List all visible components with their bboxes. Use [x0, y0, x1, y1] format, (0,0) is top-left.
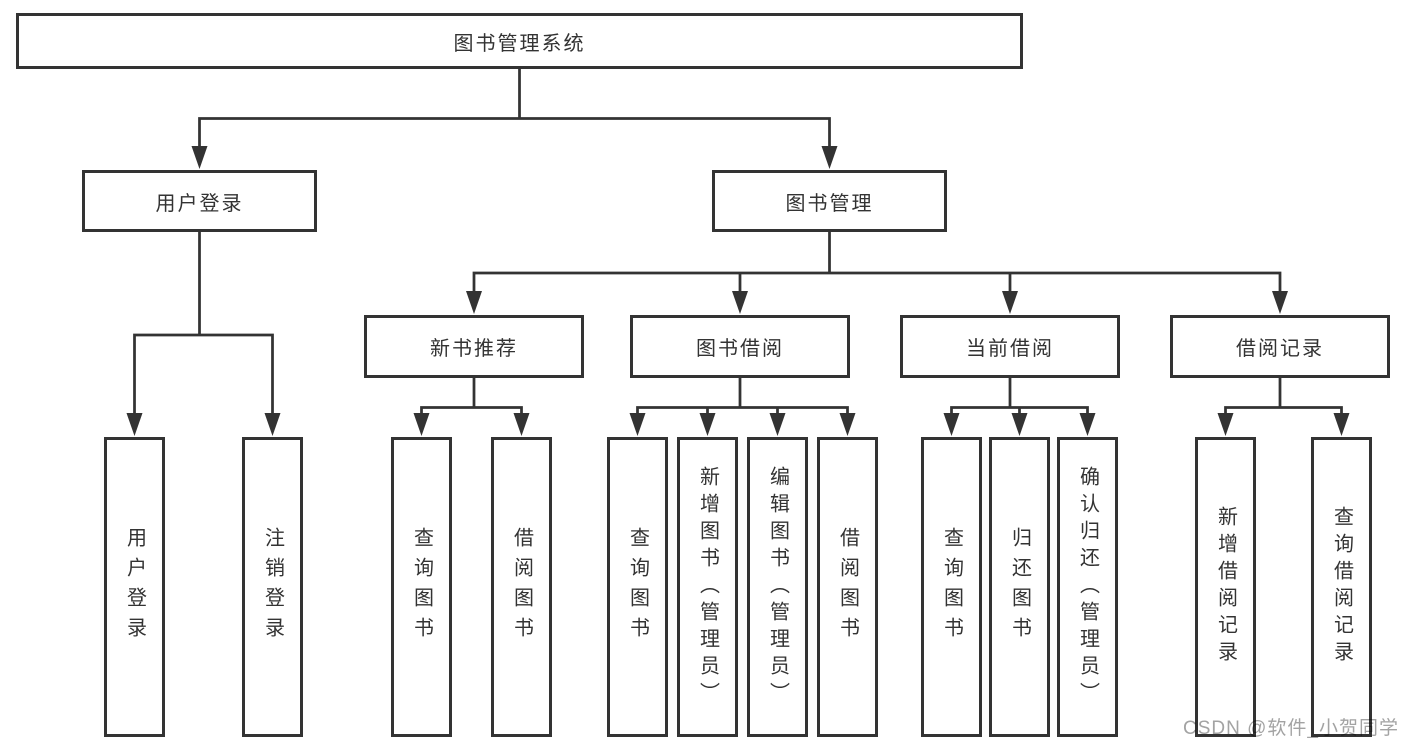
node-label: 确认归还（管理员）: [1076, 465, 1099, 709]
leaf-bb-edit-books-admin: 编辑图书（管理员）: [747, 437, 808, 737]
node-label: 查询借阅记录: [1330, 506, 1353, 668]
node-label: 借阅记录: [1236, 338, 1324, 360]
node-label: 编辑图书（管理员）: [766, 465, 789, 709]
node-label: 图书借阅: [696, 338, 784, 360]
node-label: 当前借阅: [966, 338, 1054, 360]
node-label: 归还图书: [1008, 527, 1031, 647]
node-label: 用户登录: [123, 527, 146, 647]
csdn-watermark: CSDN @软件_小贺同学: [1183, 718, 1399, 739]
node-book-borrow: 图书借阅: [630, 315, 850, 378]
leaf-bb-borrow-books: 借阅图书: [817, 437, 878, 737]
leaf-nb-query-books: 查询图书: [391, 437, 452, 737]
leaf-cb-query-books: 查询图书: [921, 437, 982, 737]
node-borrow-records: 借阅记录: [1170, 315, 1390, 378]
node-new-book-recommend: 新书推荐: [364, 315, 584, 378]
leaf-nb-borrow-books: 借阅图书: [491, 437, 552, 737]
leaf-user-login: 用户登录: [104, 437, 165, 737]
node-label: 新书推荐: [430, 338, 518, 360]
node-label: 图书管理系统: [453, 32, 586, 55]
node-label: 查询图书: [410, 527, 433, 647]
node-label: 用户登录: [155, 192, 244, 215]
node-current-borrow: 当前借阅: [900, 315, 1120, 378]
node-label: 借阅图书: [836, 527, 859, 647]
node-label: 图书管理: [785, 192, 874, 215]
node-book-management: 图书管理: [712, 170, 947, 232]
leaf-br-query-record: 查询借阅记录: [1311, 437, 1372, 737]
leaf-cb-confirm-return-admin: 确认归还（管理员）: [1057, 437, 1118, 737]
node-label: 注销登录: [261, 527, 284, 647]
node-label: 新增借阅记录: [1214, 506, 1237, 668]
node-library-management-system: 图书管理系统: [16, 13, 1023, 69]
leaf-bb-add-books-admin: 新增图书（管理员）: [677, 437, 738, 737]
node-user-login: 用户登录: [82, 170, 317, 232]
leaf-bb-query-books: 查询图书: [607, 437, 668, 737]
leaf-br-add-record: 新增借阅记录: [1195, 437, 1256, 737]
leaf-logout: 注销登录: [242, 437, 303, 737]
node-label: 查询图书: [940, 527, 963, 647]
node-label: 新增图书（管理员）: [696, 465, 719, 709]
node-label: 借阅图书: [510, 527, 533, 647]
node-label: 查询图书: [626, 527, 649, 647]
leaf-cb-return-books: 归还图书: [989, 437, 1050, 737]
arrowheads: [126, 146, 1350, 436]
